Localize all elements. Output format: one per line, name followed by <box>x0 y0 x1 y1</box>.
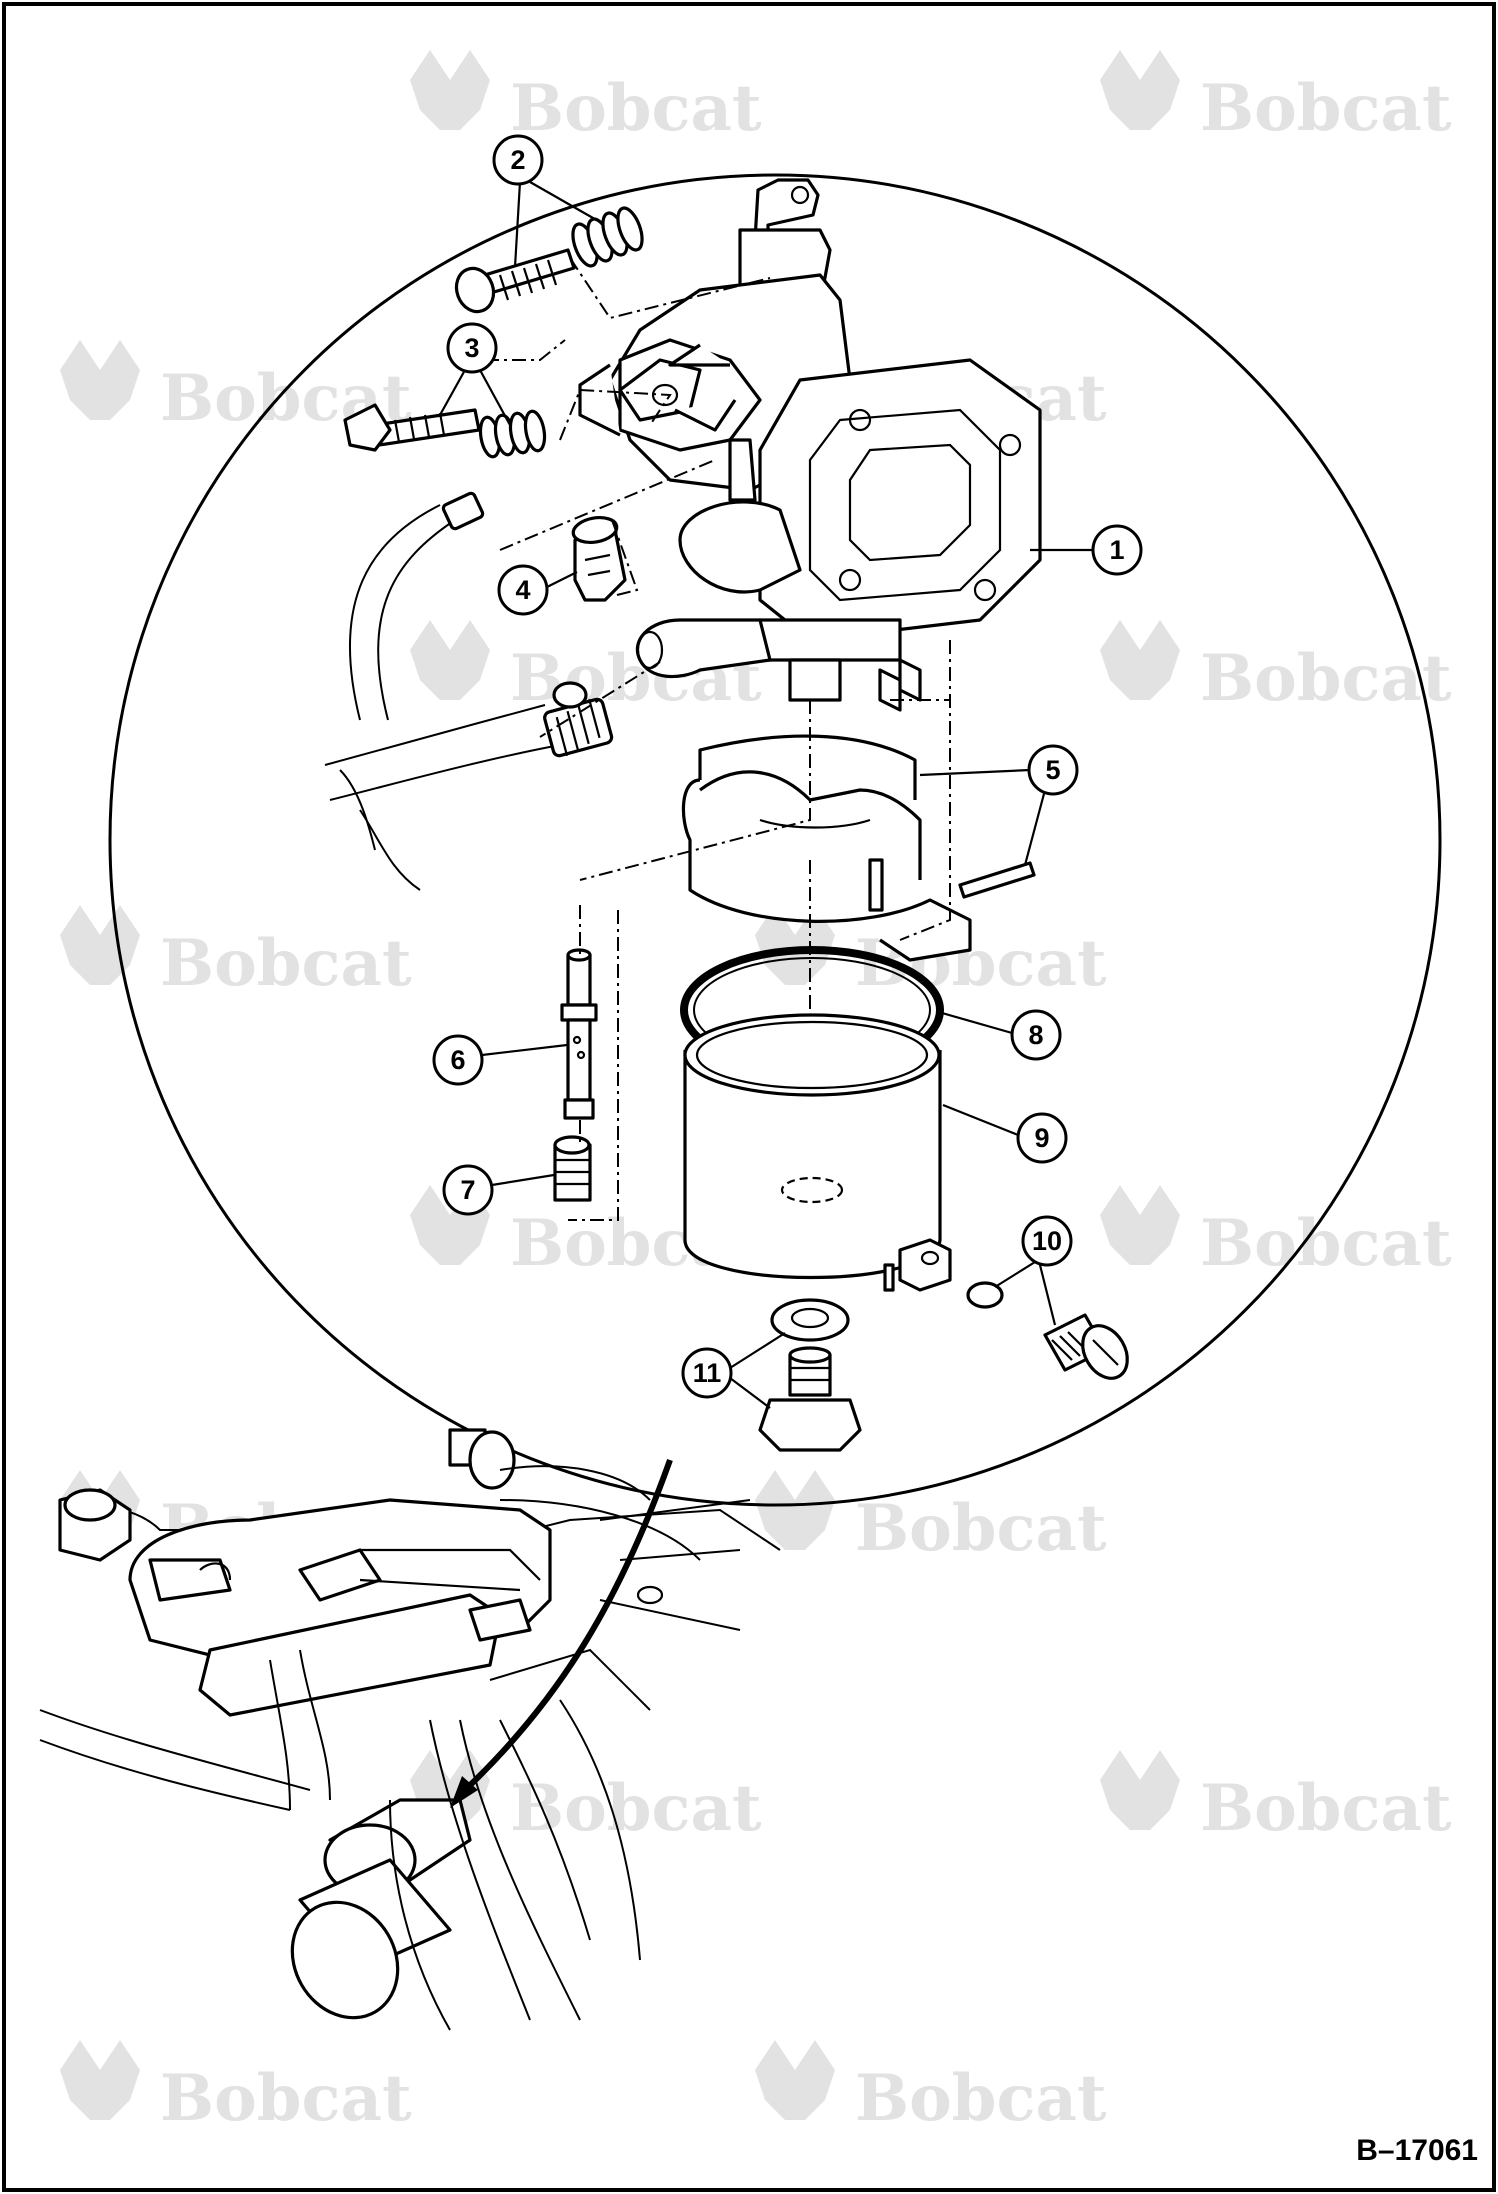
watermark-layer: Bobcat Bobcat Bobcat Bobcat Bobcat Bobca… <box>60 50 1452 2136</box>
svg-text:Bobcat: Bobcat <box>1200 1771 1452 1846</box>
watermark: Bobcat <box>1100 620 1452 716</box>
needle-seat <box>553 1135 592 1202</box>
svg-text:6: 6 <box>450 1045 465 1075</box>
washer-and-bolt <box>758 1298 862 1452</box>
svg-text:3: 3 <box>464 333 479 363</box>
arrowhead <box>450 1776 478 1808</box>
fuel-hose <box>324 491 614 891</box>
main-jet <box>571 515 627 602</box>
svg-text:11: 11 <box>693 1358 722 1388</box>
callout-1: 1 <box>1030 524 1143 576</box>
callout-8: 8 <box>941 1009 1062 1061</box>
watermark: Bobcat <box>1100 1185 1452 1281</box>
svg-text:Bobcat: Bobcat <box>855 2061 1107 2136</box>
watermark: Bobcat <box>1100 1750 1452 1846</box>
watermark: Bobcat <box>60 340 412 436</box>
watermark: Bobcat <box>755 2040 1107 2136</box>
watermark: Bobcat <box>1100 50 1452 146</box>
screw-and-spring <box>454 206 644 314</box>
svg-text:10: 10 <box>1032 1226 1062 1256</box>
callout-9: 9 <box>942 1103 1068 1164</box>
carburetor-body <box>578 178 1042 712</box>
figure-id: B–17061 <box>1356 2134 1478 2167</box>
svg-text:Bobcat: Bobcat <box>1200 1206 1452 1281</box>
callout-5: 5 <box>919 744 1079 866</box>
float-and-pin <box>681 734 1036 962</box>
callout-10: 10 <box>994 1215 1073 1326</box>
svg-text:5: 5 <box>1045 755 1060 785</box>
svg-text:9: 9 <box>1034 1123 1049 1153</box>
watermark: Bobcat <box>410 50 762 146</box>
engine-overview <box>39 1428 781 2031</box>
svg-text:8: 8 <box>1028 1020 1043 1050</box>
float-bowl <box>683 1013 952 1292</box>
watermark: Bobcat <box>60 2040 412 2136</box>
svg-text:Bobcat: Bobcat <box>160 2061 412 2136</box>
callout-2: 2 <box>492 134 601 268</box>
callout-4: 4 <box>497 564 578 616</box>
svg-text:Bobcat: Bobcat <box>510 1771 762 1846</box>
watermark: Bobcat <box>60 905 412 1001</box>
svg-text:4: 4 <box>515 575 530 605</box>
location-arrow <box>462 1458 673 1793</box>
watermark: Bobcat <box>410 620 762 716</box>
svg-text:Bobcat: Bobcat <box>160 926 412 1001</box>
callout-6: 6 <box>432 1034 568 1086</box>
watermark: Bobcat <box>755 1470 1107 1566</box>
detail-circle <box>108 173 1442 1507</box>
svg-text:Bobcat: Bobcat <box>1200 641 1452 716</box>
svg-text:1: 1 <box>1109 535 1124 565</box>
svg-text:2: 2 <box>510 145 525 175</box>
pilot-screw-and-spring <box>343 403 547 459</box>
oring-and-drain-screw <box>966 1281 1129 1380</box>
callout-11: 11 <box>681 1332 786 1409</box>
float-needle <box>560 948 598 1120</box>
svg-text:7: 7 <box>460 1175 475 1205</box>
svg-text:Bobcat: Bobcat <box>510 71 762 146</box>
svg-text:Bobcat: Bobcat <box>1200 71 1452 146</box>
callout-3: 3 <box>439 322 511 426</box>
callout-7: 7 <box>442 1164 555 1216</box>
svg-text:Bobcat: Bobcat <box>855 1491 1107 1566</box>
